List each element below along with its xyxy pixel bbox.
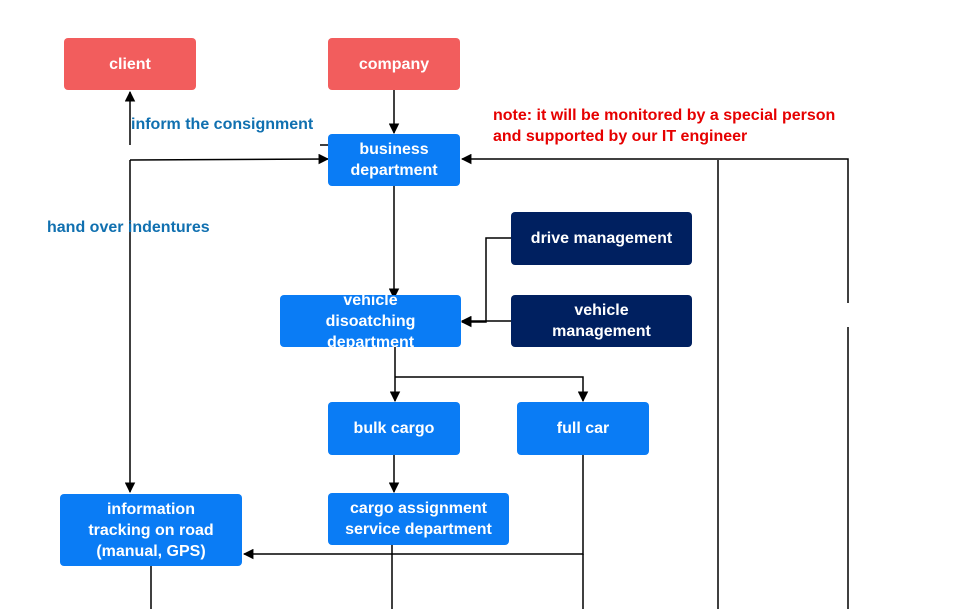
hand-over-indentures-label: hand over indentures	[47, 219, 210, 236]
business-department-label: business department	[350, 141, 438, 179]
inform-consignment-label: inform the consignment	[131, 116, 314, 133]
edge-business-left	[129, 153, 330, 165]
edge-right-loop-2	[462, 159, 849, 609]
edge-drive-dispatch	[460, 237, 511, 328]
full-car-node[interactable]: full car	[517, 402, 649, 455]
information-tracking-label: information tracking on road (manual, GP…	[88, 500, 214, 560]
edge-dispatch-fullcar	[395, 376, 589, 403]
company-label: company	[358, 55, 430, 73]
vehicle-management-label: vehicle management	[552, 302, 651, 340]
cargo-assignment-node[interactable]: cargo assignment service department	[328, 493, 509, 545]
drive-management-label: drive management	[530, 230, 673, 247]
business-department-node[interactable]: business department	[328, 134, 460, 186]
cargo-assignment-label: cargo assignment service department	[345, 500, 492, 538]
drive-management-node[interactable]: drive management	[511, 212, 692, 265]
client-label: client	[109, 55, 151, 73]
bulk-cargo-label: bulk cargo	[353, 420, 435, 437]
monitoring-note: note: it will be monitored by a special …	[493, 107, 836, 145]
client-node[interactable]: client	[64, 38, 196, 90]
vehicle-dispatching-node[interactable]: vehicle disoatching department	[280, 295, 461, 347]
vehicle-management-node[interactable]: vehicle management	[511, 295, 692, 347]
full-car-label: full car	[556, 420, 610, 437]
bulk-cargo-node[interactable]: bulk cargo	[328, 402, 460, 455]
company-node[interactable]: company	[328, 38, 460, 90]
information-tracking-node[interactable]: information tracking on road (manual, GP…	[60, 494, 242, 566]
vehicle-dispatching-label: vehicle disoatching department	[325, 295, 416, 347]
